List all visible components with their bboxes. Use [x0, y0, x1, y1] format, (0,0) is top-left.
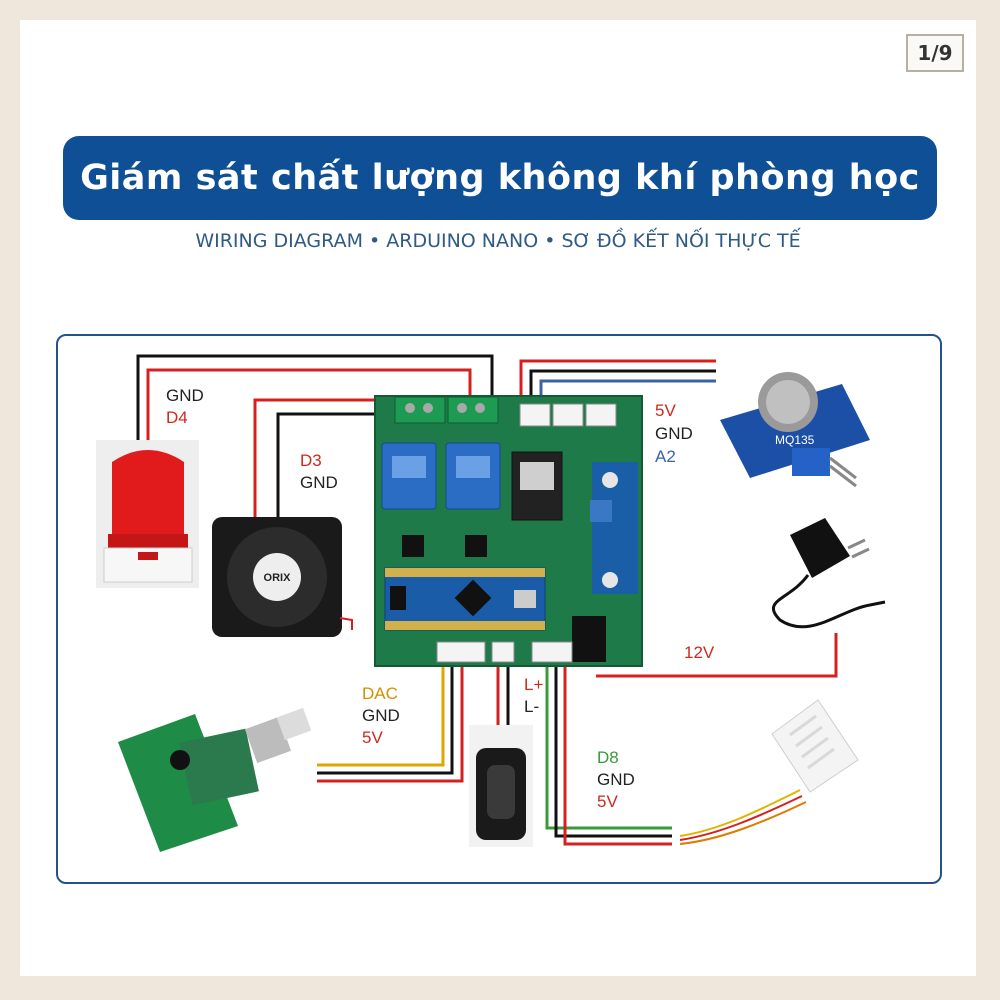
wire-dht-5v — [563, 664, 672, 846]
arduino-nano — [384, 567, 546, 631]
wire-dht-gnd — [554, 664, 672, 838]
dht-sensor — [679, 699, 859, 845]
wire-12v — [596, 633, 838, 678]
wire-fan-gnd — [276, 412, 412, 520]
cooling-fan: ORIX — [212, 517, 353, 637]
speaker-lplus-label: L+ — [524, 675, 543, 694]
audio-amplifier-module — [118, 707, 312, 852]
power-12v-label: 12V — [684, 643, 715, 662]
alarm-gnd-label: GND — [166, 386, 204, 405]
dht-gnd-label: GND — [597, 770, 635, 789]
dc-jack — [572, 616, 606, 662]
amp-dac-label: DAC — [362, 684, 398, 703]
wire-amp-gnd — [317, 664, 454, 775]
alarm-d4-label: D4 — [166, 408, 188, 427]
power-adapter — [772, 518, 886, 629]
board-headers-bottom — [436, 641, 573, 663]
wire-amp-dac — [317, 664, 445, 767]
gas-gnd-label: GND — [655, 424, 693, 443]
wire-alarm-d4 — [146, 368, 472, 440]
title-banner: Giám sát chất lượng không khí phòng học — [63, 136, 937, 220]
speaker-lminus-label: L- — [524, 697, 539, 716]
speaker — [469, 725, 533, 847]
main-board — [374, 395, 643, 667]
amp-5v-label: 5V — [362, 728, 383, 747]
wire-labels: GND D4 D3 GND 5V GND A2 12V DAC GND 5V L… — [166, 386, 715, 811]
dht-5v-label: 5V — [597, 792, 618, 811]
fan-marking: ORIX — [264, 572, 292, 584]
wire-dht-d8 — [545, 664, 672, 830]
amp-gnd-label: GND — [362, 706, 400, 725]
alarm-light — [96, 440, 199, 588]
fan-d3-label: D3 — [300, 451, 322, 470]
page-title: Giám sát chất lượng không khí phòng học — [80, 158, 920, 198]
gas-a2-label: A2 — [655, 447, 676, 466]
wires — [136, 354, 838, 846]
page-indicator: 1/9 — [906, 34, 964, 72]
dht-d8-label: D8 — [597, 748, 619, 767]
gas-5v-label: 5V — [655, 401, 676, 420]
gas-sensor-marking: MQ135 — [775, 433, 815, 447]
wire-alarm-gnd — [136, 354, 494, 440]
wire-amp-5v — [317, 664, 464, 783]
relay-terminal-blocks — [394, 396, 499, 424]
relay-modules — [381, 442, 501, 510]
page-subtitle: WIRING DIAGRAM • ARDUINO NANO • SƠ ĐỒ KẾ… — [195, 230, 801, 252]
board-chip — [402, 535, 424, 557]
gas-sensor-mq135: MQ135 — [720, 372, 870, 488]
board-chip — [465, 535, 487, 557]
wire-gas-5v — [519, 359, 716, 405]
fan-gnd-label: GND — [300, 473, 338, 492]
board-headers-top — [519, 403, 617, 427]
wire-gas-gnd — [529, 369, 716, 405]
